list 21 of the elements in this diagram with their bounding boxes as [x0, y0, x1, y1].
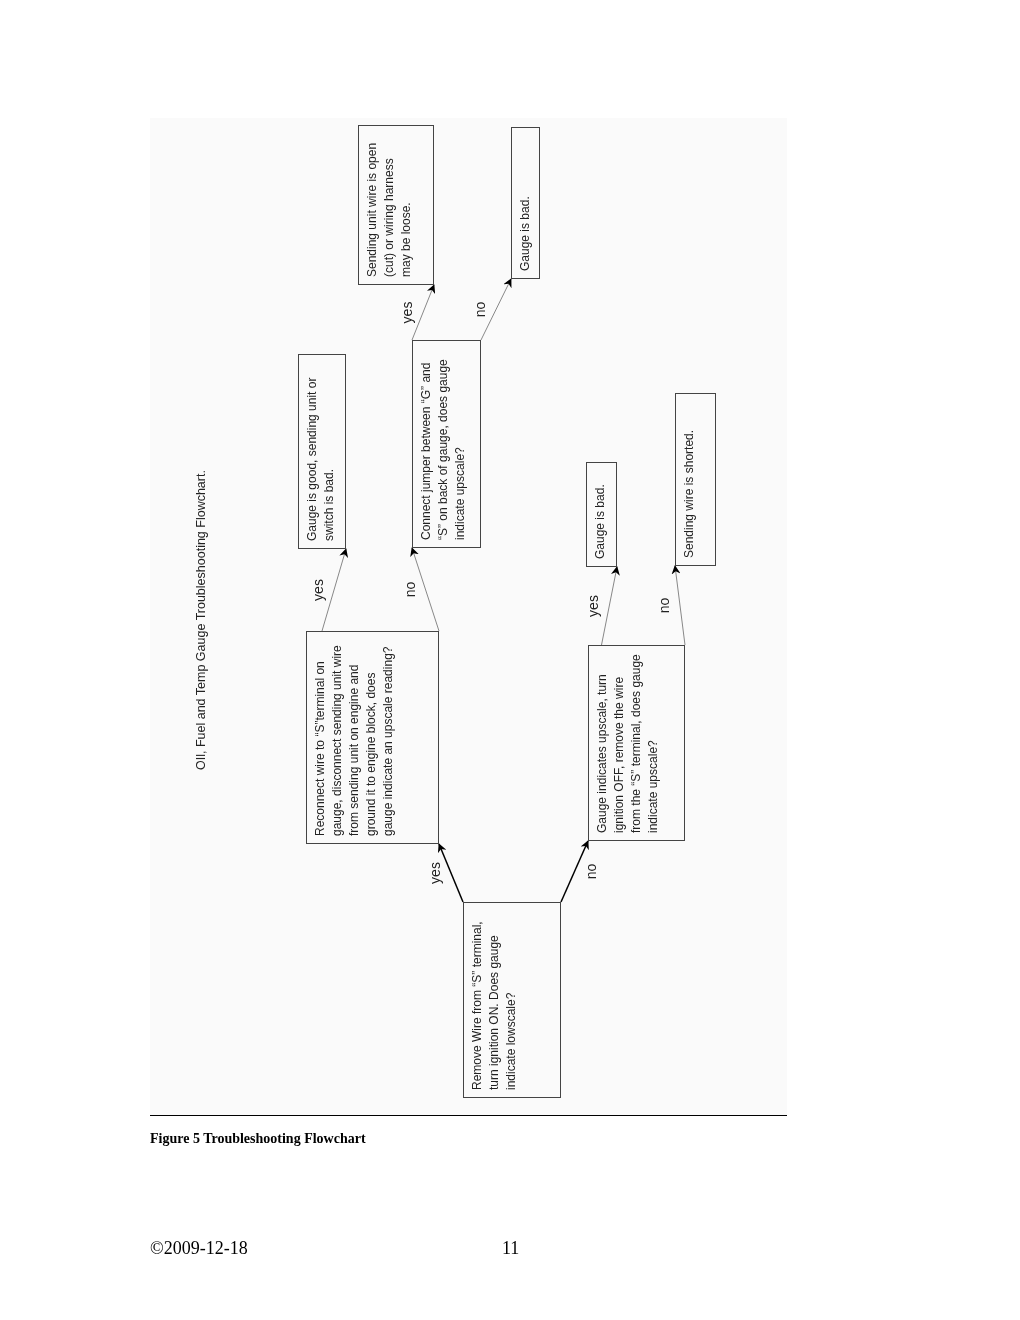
arrow — [480, 278, 512, 341]
page-number: 11 — [502, 1238, 520, 1259]
arrow — [321, 548, 349, 632]
process-box: Gauge indicates upscale, turn ignition OFF, remove the wire from the “S” terminal, does gauge indicate upscale? — [588, 645, 685, 841]
arrow — [437, 843, 464, 903]
arrow — [671, 565, 686, 646]
arrow — [411, 284, 436, 341]
process-box: Sending wire is shorted. — [675, 393, 716, 566]
arrow — [560, 840, 589, 903]
process-box: Reconnect wire to “S”terminal on gauge, disconnect sending unit wire from sending unit on engine and ground it to engine block, does gauge indicate an upscale reading? — [306, 631, 439, 844]
process-box: Remove Wire from “S” terminal, turn ignition ON. Does gauge indicate lowscale? — [463, 902, 561, 1098]
process-box: Connect jumper between “G” and “S” on back of gauge, does gauge indicate upscale? — [412, 340, 481, 548]
figure-caption: Figure 5 Troubleshooting Flowchart — [150, 1131, 366, 1147]
copyright-note: ©2009-12-18 — [150, 1238, 248, 1259]
process-box: Gauge is bad. — [586, 462, 617, 567]
diagram-title: OIl, Fuel and Temp Gauge Troubleshooting Flowchart. — [194, 470, 208, 770]
process-box: Gauge is bad. — [511, 127, 540, 279]
process-box: Sending unit wire is open (cut) or wiring harness may be loose. — [358, 125, 434, 285]
process-box: Gauge is good, sending unit or switch is bad. — [298, 354, 346, 549]
arrow — [601, 566, 620, 646]
arrow — [410, 547, 440, 632]
